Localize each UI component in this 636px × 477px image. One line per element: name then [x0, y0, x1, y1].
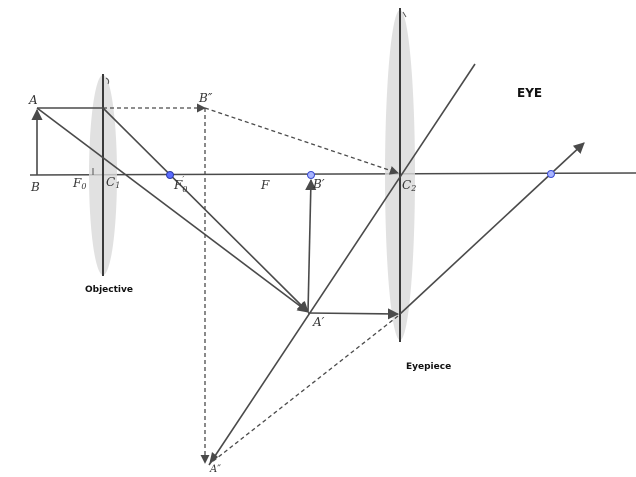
principal-axis: [29, 172, 636, 176]
ray-through-eyepiece-center: [208, 63, 476, 466]
caption-eye: EYE: [517, 86, 542, 100]
a-double-prime-arrowhead: [209, 452, 218, 465]
ray-emerging-lower: [399, 142, 585, 315]
ray-through-optical-center: [36, 107, 309, 313]
dashed-b-double-prime-to-c2: [204, 107, 399, 175]
ray-a-prime-parallel: [307, 308, 400, 320]
label-b-double-prime: B″: [198, 91, 213, 105]
label-b-prime: B′: [312, 177, 325, 191]
caption-eyepiece: Eyepiece: [406, 362, 451, 372]
label-f: F: [260, 178, 270, 192]
dashed-back-extension: [211, 315, 399, 463]
label-a-prime: A′: [312, 315, 325, 329]
focal-point-objective: [166, 171, 174, 179]
caption-objective: Objective: [85, 285, 133, 295]
label-a: A: [28, 93, 38, 107]
label-f0: F0: [72, 176, 86, 191]
label-a-double-prime: A″: [209, 464, 221, 475]
eyepiece-lens-top-tick: [402, 11, 407, 18]
intermediate-image-arrow: [305, 178, 317, 313]
label-f0-prime: F0′: [173, 175, 187, 194]
label-c1: C1: [106, 175, 120, 190]
focal-point-eyepiece: [547, 170, 555, 178]
label-c2: C2: [402, 178, 416, 193]
label-b: B: [30, 180, 40, 194]
objective-lens-top-tick: [105, 77, 110, 85]
point-b-prime: [307, 171, 315, 179]
